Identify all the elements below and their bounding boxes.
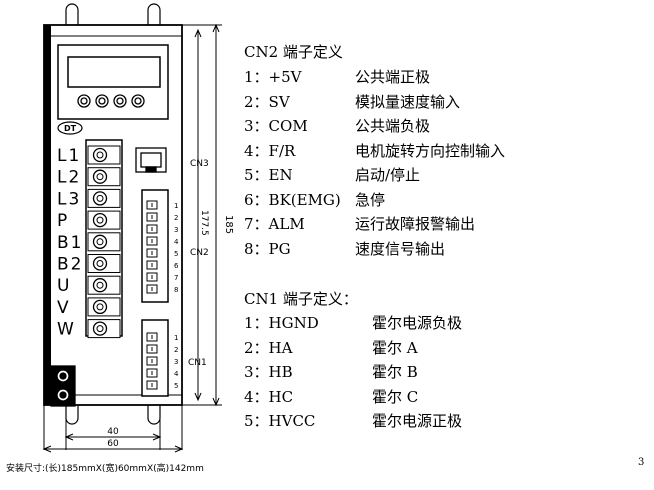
cn1-label: CN1 [188,358,207,368]
terminal-screw-core [96,194,104,202]
terminal-label: P [57,211,69,231]
terminal-screw-core [96,238,104,246]
terminal-label: B2 [57,255,83,275]
install-dimensions-note: 安装尺寸:(长)185mmX(宽)60mmX(高)142mm [6,464,204,474]
terminal-screw-core [96,260,104,267]
cn1-pin-description: 霍尔电源正极 [372,412,463,430]
connector-pin-number: 4 [174,238,179,246]
cn1-pin-name: 3：HB [244,363,293,381]
connector-pin-number: 2 [174,346,178,354]
cn1-pin-description: 霍尔电源负极 [372,314,463,332]
cn2-pin-description: 急停 [355,190,386,209]
connector-pin-number: 4 [174,370,179,378]
cn2-pin-description: 模拟量速度输入 [355,92,461,111]
terminal-screw-core [96,173,104,181]
connector-pin-number: 2 [174,214,178,222]
terminal-screw-core [96,325,104,333]
cn2-pin-name: 3：COM [244,117,308,135]
dimension-lines [42,23,222,453]
cn2-pin-holes [146,200,158,294]
height-inner-dimension: 177.5 [199,210,209,236]
terminal-screw-core [96,151,104,159]
connector-pin-number: 1 [174,334,178,342]
terminal-label: L3 [57,189,81,209]
connector-pin-number: 6 [174,262,179,270]
cn1-pin-description: 霍尔 C [372,387,419,406]
cn2-pin-name: 1：+5V [244,68,302,86]
cn2-pin-name: 2：SV [244,92,290,111]
cn1-pin-name: 4：HC [244,387,294,406]
cn2-label: CN2 [190,248,209,258]
terminal-label: U [57,276,71,296]
terminal-label: L2 [57,168,81,188]
cn2-pin-name: 4：F/R [244,141,296,160]
connector-pin-number: 5 [174,250,178,258]
housing-side-edge [44,25,51,405]
brand-logo [57,121,83,135]
cn2-pin-name: 5：EN [244,166,293,184]
terminal-screw-core [96,303,104,311]
terminal-label: L1 [57,146,81,166]
logo-text: DT [64,124,77,133]
cn1-title: CN1 端子定义： [244,290,358,308]
bottom-socket [50,365,76,407]
cn2-pin-name: 7：ALM [244,215,305,233]
panel-buttons [77,94,145,108]
cn2-pin-numbers: 1 2 3 4 5 6 7 8 [174,202,179,294]
cn2-pin-description: 电机旋转方向控制输入 [355,141,506,160]
cn1-pin-name: 1：HGND [244,314,319,332]
cn1-pin-description: 霍尔 B [372,363,418,381]
connector-pin-number: 8 [174,286,178,294]
connector-pin-number: 7 [174,274,178,282]
cn1-pin-name: 2：HA [244,338,293,357]
terminal-label: V [57,298,71,318]
cn1-pin-name: 5：HVCC [244,412,316,430]
terminal-label: B1 [57,233,83,253]
cn2-pin-description: 公共端负极 [355,117,431,135]
cn3-label: CN3 [190,159,209,169]
width-outer-dimension: 60 [107,439,119,449]
width-inner-dimension: 40 [107,427,119,437]
connector-pin-number: 1 [174,202,178,210]
cn1-pin-numbers: 1 2 3 4 5 [174,334,179,390]
cn2-title: CN2 端子定义 [244,43,343,61]
cn2-pin-description: 速度信号输出 [355,239,446,258]
terminal-screw-core [96,216,104,224]
terminal-screw-core [96,281,104,289]
cn2-pin-description: 运行故障报警输出 [355,215,476,233]
cn2-pin-description: 公共端正极 [355,68,431,86]
cn2-pin-name: 6：BK(EMG) [244,190,341,209]
connector-pin-number: 5 [174,382,178,390]
connector-pin-number: 3 [174,358,178,366]
terminal-screws [87,145,121,339]
cn1-pin-holes [146,332,158,390]
cn2-pin-description: 启动/停止 [355,166,421,184]
connector-pin-number: 3 [174,226,178,234]
terminal-label: W [57,320,76,340]
height-outer-dimension: 185 [223,215,234,234]
cn1-pin-description: 霍尔 A [372,338,418,357]
cn3-connector [135,147,167,173]
cn2-pin-name: 8：PG [244,239,291,258]
led-display [67,56,161,88]
page-number: 3 [638,457,645,468]
